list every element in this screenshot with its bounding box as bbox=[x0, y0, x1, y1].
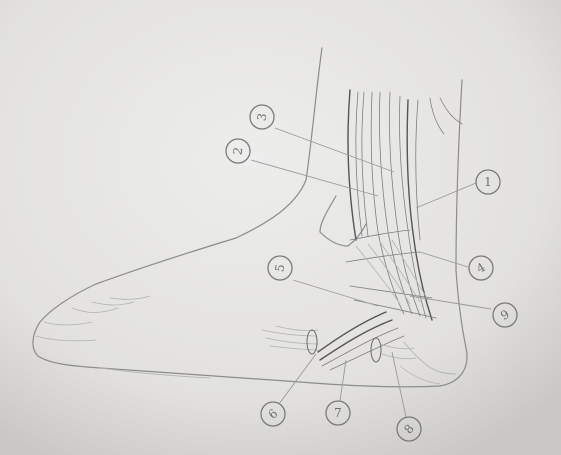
label-1-text: 1 bbox=[484, 175, 492, 189]
label-7-text: 7 bbox=[334, 406, 342, 420]
